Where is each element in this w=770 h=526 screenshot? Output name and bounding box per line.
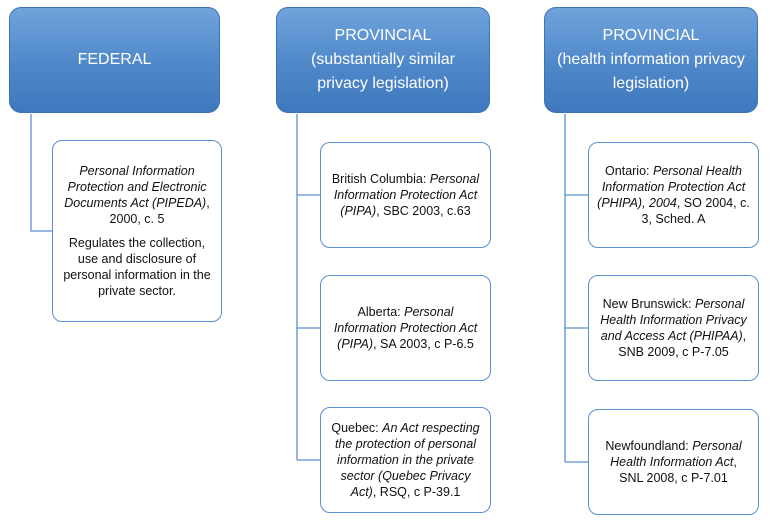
- province-label: British Columbia:: [331, 172, 430, 186]
- act-name: Personal Health Information Privacy and …: [600, 297, 747, 343]
- province-label: Newfoundland:: [605, 439, 693, 453]
- quebec-card: Quebec: An Act respecting the protection…: [320, 407, 491, 513]
- federal-header: FEDERAL: [9, 7, 220, 113]
- citation: , SA 2003, c P-6.5: [373, 337, 474, 351]
- alberta-card: Alberta: Personal Information Protection…: [320, 275, 491, 381]
- card-paragraph: Ontario: Personal Health Information Pro…: [597, 163, 750, 227]
- connector-federal: [30, 114, 52, 232]
- citation: , 2000, c. 5: [109, 196, 210, 226]
- card-paragraph: British Columbia: Personal Information P…: [329, 171, 482, 219]
- act-name: Personal Information Protection Act (PIP…: [333, 172, 480, 218]
- card-paragraph: Quebec: An Act respecting the protection…: [329, 420, 482, 500]
- provincial-health-header: PROVINCIAL (health information privacy l…: [544, 7, 758, 113]
- act-name: Personal Health Information Protection A…: [597, 164, 746, 210]
- citation: , SNL 2008, c P-7.01: [619, 455, 737, 485]
- card-paragraph: Alberta: Personal Information Protection…: [329, 304, 482, 352]
- card-paragraph: Personal Information Protection and Elec…: [61, 163, 213, 227]
- newfoundland-card: Newfoundland: Personal Health Informatio…: [588, 409, 759, 515]
- act-name: Personal Information Protection and Elec…: [64, 164, 207, 210]
- act-name: Personal Information Protection Act (PIP…: [333, 305, 478, 351]
- province-label: Alberta:: [357, 305, 405, 319]
- citation: , SBC 2003, c.63: [376, 204, 471, 218]
- citation: , SNB 2009, c P-7.05: [618, 329, 747, 359]
- ontario-card: Ontario: Personal Health Information Pro…: [588, 142, 759, 248]
- province-label: Quebec:: [331, 421, 383, 435]
- header-line: FEDERAL: [77, 51, 152, 68]
- pipeda-card: Personal Information Protection and Elec…: [52, 140, 222, 322]
- card-paragraph: New Brunswick: Personal Health Informati…: [597, 296, 750, 360]
- card-paragraph: Newfoundland: Personal Health Informatio…: [597, 438, 750, 486]
- provincial-privacy-header: PROVINCIAL (substantially similar privac…: [276, 7, 490, 113]
- citation: , SO 2004, c. 3, Sched. A: [641, 196, 750, 226]
- header-subline: (health information privacy legislation): [557, 51, 745, 92]
- british-columbia-card: British Columbia: Personal Information P…: [320, 142, 491, 248]
- description-text: Regulates the collection, use and disclo…: [63, 236, 211, 298]
- citation: , RSQ, c P-39.1: [372, 485, 461, 499]
- act-name: Personal Health Information Act: [610, 439, 742, 469]
- header-line: PROVINCIAL: [334, 27, 432, 44]
- act-name: An Act respecting the protection of pers…: [334, 421, 480, 499]
- card-description: Regulates the collection, use and disclo…: [61, 235, 213, 299]
- province-label: New Brunswick:: [602, 297, 696, 311]
- new-brunswick-card: New Brunswick: Personal Health Informati…: [588, 275, 759, 381]
- header-subline: (substantially similar privacy legislati…: [310, 51, 456, 92]
- header-line: PROVINCIAL: [602, 27, 700, 44]
- province-label: Ontario:: [605, 164, 653, 178]
